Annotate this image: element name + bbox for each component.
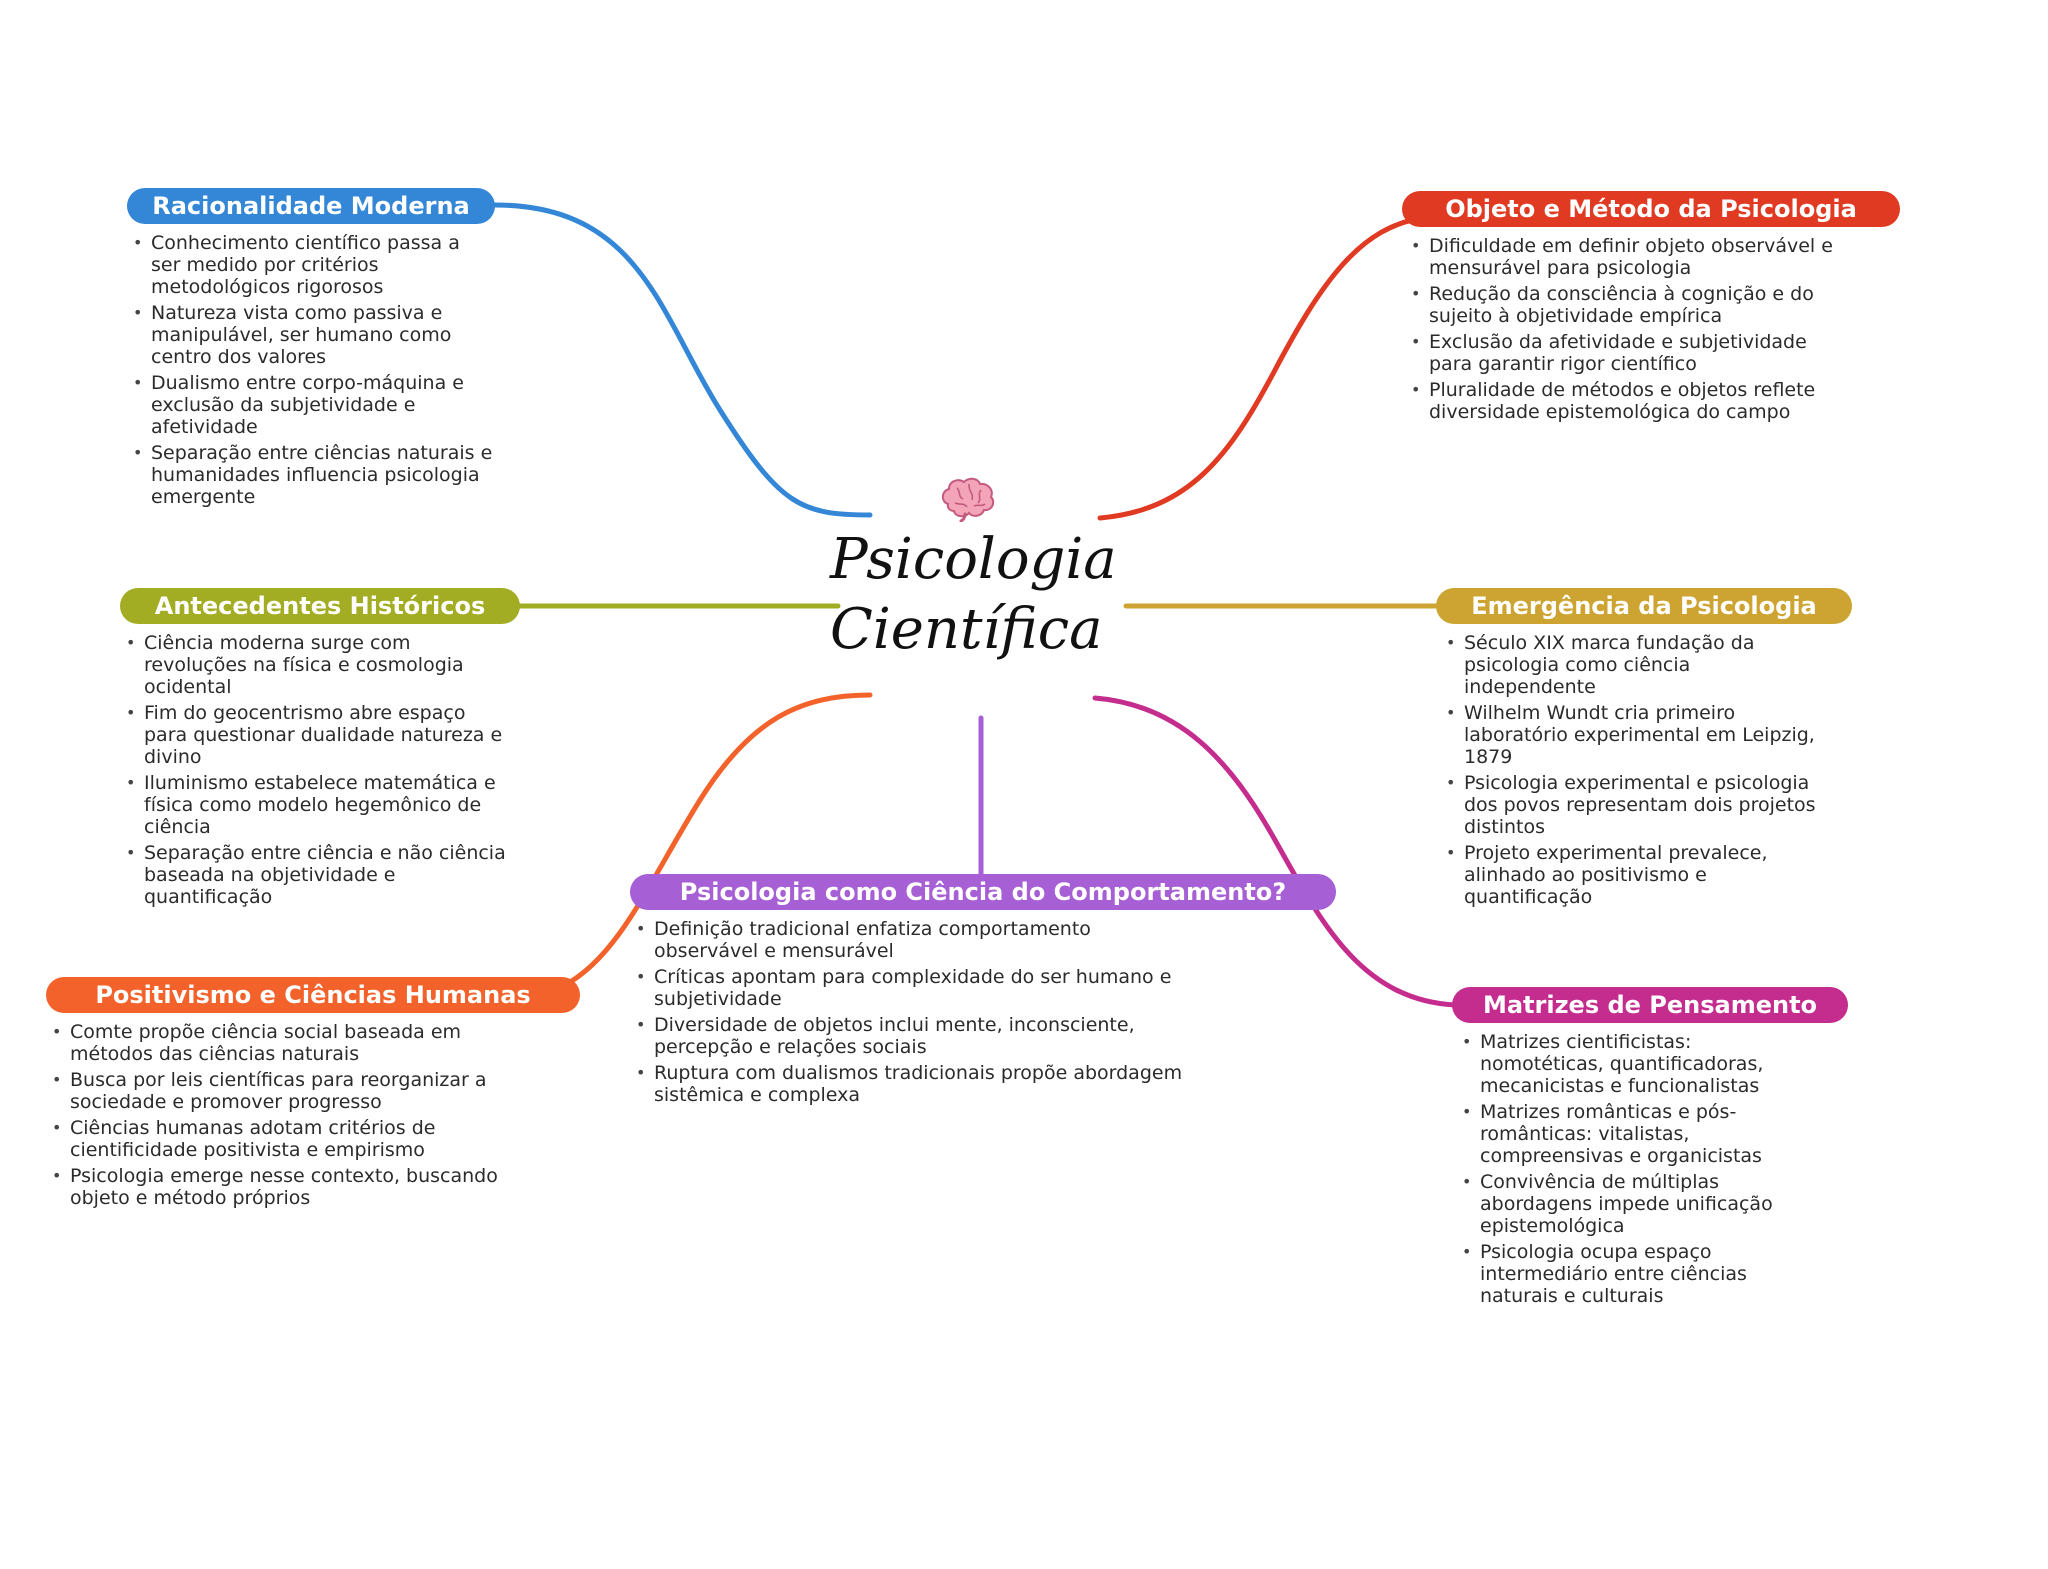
bullet-item: Separação entre ciências naturais e huma…	[133, 442, 493, 508]
bullet-item: Wilhelm Wundt cria primeiro laboratório …	[1446, 702, 1826, 768]
bullet-item: Convivência de múltiplas abordagens impe…	[1462, 1171, 1792, 1237]
bullet-item: Psicologia emerge nesse contexto, buscan…	[52, 1165, 502, 1209]
branch-title-objeto-metodo[interactable]: Objeto e Método da Psicologia	[1402, 191, 1900, 227]
branch-title-matrizes-pensamento[interactable]: Matrizes de Pensamento	[1452, 987, 1848, 1023]
bullet-item: Ciências humanas adotam critérios de cie…	[52, 1117, 502, 1161]
bullet-item: Psicologia experimental e psicologia dos…	[1446, 772, 1826, 838]
bullet-item: Dualismo entre corpo-máquina e exclusão …	[133, 372, 493, 438]
branch-bullets-positivismo-ciencias-humanas: Comte propõe ciência social baseada em m…	[52, 1021, 502, 1213]
bullet-item: Matrizes cientificistas: nomotéticas, qu…	[1462, 1031, 1792, 1097]
branch-title-racionalidade-moderna[interactable]: Racionalidade Moderna	[127, 188, 495, 224]
bullet-item: Psicologia ocupa espaço intermediário en…	[1462, 1241, 1792, 1307]
bullet-item: Ciência moderna surge com revoluções na …	[126, 632, 506, 698]
connector-positivismo-ciencias-humanas	[562, 692, 873, 988]
bullet-item: Conhecimento científico passa a ser medi…	[133, 232, 493, 298]
bullet-item: Busca por leis científicas para reorgani…	[52, 1069, 502, 1113]
branch-bullets-emergencia-psicologia: Século XIX marca fundação da psicologia …	[1446, 632, 1826, 912]
central-topic: Psicologia Científica	[830, 525, 1117, 665]
bullet-item: Críticas apontam para complexidade do se…	[636, 966, 1196, 1010]
branch-bullets-racionalidade-moderna: Conhecimento científico passa a ser medi…	[133, 232, 493, 512]
bullet-item: Século XIX marca fundação da psicologia …	[1446, 632, 1826, 698]
connector-racionalidade-moderna	[492, 202, 873, 518]
branch-bullets-matrizes-pensamento: Matrizes cientificistas: nomotéticas, qu…	[1462, 1031, 1792, 1311]
connector-objeto-metodo	[1097, 215, 1428, 521]
bullet-item: Natureza vista como passiva e manipuláve…	[133, 302, 493, 368]
bullet-item: Diversidade de objetos inclui mente, inc…	[636, 1014, 1196, 1058]
bullet-item: Pluralidade de métodos e objetos reflete…	[1411, 379, 1851, 423]
bullet-item: Comte propõe ciência social baseada em m…	[52, 1021, 502, 1065]
brain-icon	[941, 477, 995, 522]
branch-bullets-objeto-metodo: Dificuldade em definir objeto observável…	[1411, 235, 1851, 427]
bullet-item: Redução da consciência à cognição e do s…	[1411, 283, 1851, 327]
central-topic-line1: Psicologia	[830, 527, 1117, 592]
branch-title-positivismo-ciencias-humanas[interactable]: Positivismo e Ciências Humanas	[46, 977, 580, 1013]
bullet-item: Ruptura com dualismos tradicionais propõ…	[636, 1062, 1196, 1106]
bullet-item: Separação entre ciência e não ciência ba…	[126, 842, 506, 908]
bullet-item: Iluminismo estabelece matemática e físic…	[126, 772, 506, 838]
branch-bullets-antecedentes-historicos: Ciência moderna surge com revoluções na …	[126, 632, 506, 912]
bullet-item: Projeto experimental prevalece, alinhado…	[1446, 842, 1826, 908]
branch-bullets-ciencia-comportamento: Definição tradicional enfatiza comportam…	[636, 918, 1196, 1110]
central-topic-line2: Científica	[830, 597, 1103, 662]
connector-matrizes-pensamento	[1092, 695, 1458, 1008]
branch-title-ciencia-comportamento[interactable]: Psicologia como Ciência do Comportamento…	[630, 874, 1336, 910]
branch-title-antecedentes-historicos[interactable]: Antecedentes Históricos	[120, 588, 520, 624]
branch-title-emergencia-psicologia[interactable]: Emergência da Psicologia	[1436, 588, 1852, 624]
bullet-item: Matrizes românticas e pós-românticas: vi…	[1462, 1101, 1792, 1167]
bullet-item: Definição tradicional enfatiza comportam…	[636, 918, 1196, 962]
bullet-item: Fim do geocentrismo abre espaço para que…	[126, 702, 506, 768]
bullet-item: Exclusão da afetividade e subjetividade …	[1411, 331, 1851, 375]
bullet-item: Dificuldade em definir objeto observável…	[1411, 235, 1851, 279]
